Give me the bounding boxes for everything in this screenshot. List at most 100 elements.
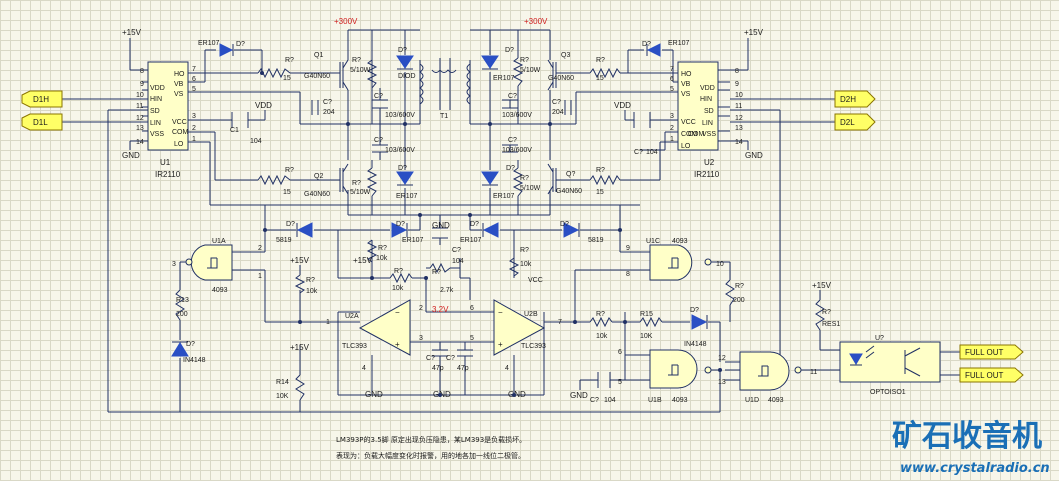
resistor-5-10w-3 (512, 57, 524, 87)
label-dq: D? (505, 47, 514, 54)
label-u-q: U? (875, 335, 884, 342)
pin-label: VB (681, 81, 691, 88)
pin-label: HO (174, 71, 185, 78)
label-rq: R? (596, 57, 605, 64)
port-d1h: D1H (21, 90, 63, 108)
pin-number: 3 (419, 335, 423, 342)
wires (62, 29, 960, 413)
resistor-gate-q2 (257, 174, 291, 186)
label-rq: R? (520, 247, 529, 254)
comparator-u2a: −+ (358, 299, 411, 356)
pin-number: 11 (136, 103, 143, 110)
label-c1: C1 (230, 127, 239, 134)
pin-number: 7 (670, 66, 674, 73)
label-u1a: U1A (212, 238, 226, 245)
label-4093: 4093 (212, 287, 228, 294)
diode-in4148-right (691, 314, 708, 330)
transformer-t1 (419, 58, 471, 110)
label-dq: D? (286, 221, 295, 228)
label-com: COM (688, 131, 705, 138)
pin-label: LIN (702, 120, 713, 127)
label-rq: R? (735, 283, 744, 290)
label-cq: C? (323, 99, 332, 106)
label-dq: D? (560, 221, 569, 228)
label-rq: R? (822, 309, 831, 316)
driver-u2-ref: U2 (704, 158, 715, 167)
label-cq: C? (552, 99, 561, 106)
pin-label: SD (704, 108, 714, 115)
igbt-q2 (339, 163, 349, 195)
pin-number: 12 (718, 355, 726, 362)
pin-number: 14 (136, 139, 144, 146)
resistors (175, 57, 825, 401)
label-r10k-up: 10K (276, 393, 289, 400)
label-er107: ER107 (493, 75, 515, 82)
label-er107: ER107 (402, 237, 424, 244)
diode-q2 (396, 171, 414, 186)
driver-u1-ref: U1 (160, 158, 171, 167)
label-r14: R14 (276, 379, 289, 386)
label-optoiso1: OPTOISO1 (870, 389, 906, 396)
label-r10k-up: 10K (640, 333, 653, 340)
label-r200: 200 (733, 297, 745, 304)
label-v15: +15V (290, 343, 310, 352)
resistor-10k-e (589, 316, 613, 328)
label-dq: D? (396, 221, 405, 228)
resistor-r13 (175, 289, 185, 321)
label-g40n60: G40N60 (304, 73, 330, 80)
pin-number: 13 (718, 379, 726, 386)
watermark: 矿石收音机 www.crystalradio.cn (892, 419, 1050, 476)
label-v15: +15V (744, 28, 764, 37)
label-dq: D? (690, 307, 699, 314)
resistor-r15 (639, 316, 663, 328)
pin-label: VSS (702, 131, 716, 138)
resistor-10k-a (366, 239, 378, 263)
label-r10k: 10k (596, 333, 608, 340)
label-r15: 15 (596, 75, 604, 82)
resistor-10k-c (508, 257, 520, 277)
nand-u1b (649, 349, 712, 389)
label-3v2: 3.2V (432, 305, 449, 314)
label-4093: 4093 (672, 397, 688, 404)
label-v15: +15V (290, 256, 310, 265)
label-rq: R? (596, 311, 605, 318)
label-103-600v: 103/600V (502, 112, 532, 119)
label-r10k: 10k (306, 288, 318, 295)
pin-number: 9 (626, 245, 630, 252)
label-r13: R13 (176, 297, 189, 304)
pin-number: 7 (558, 319, 562, 326)
label-dq: D? (470, 221, 479, 228)
pin-number: 8 (140, 68, 144, 75)
comparator-u2b: −+ (493, 299, 546, 356)
pin-number: 10 (716, 261, 724, 268)
label-rq: R? (432, 269, 441, 276)
driver-u2: HO VB VS VCC COM LO VDD HIN SD LIN VSS 7… (670, 61, 743, 179)
port-full-out-2: FULL OUT (959, 367, 1024, 383)
pin-label: VDD (150, 85, 165, 92)
resistor-10k-d (294, 274, 306, 294)
label-cq: C? (446, 355, 455, 362)
resistor-res1 (815, 299, 825, 331)
label-in4148: IN4148 (183, 357, 206, 364)
resistor-r14 (295, 374, 305, 401)
label-rq: R? (378, 245, 387, 252)
port-full-out-1: FULL OUT (959, 344, 1024, 360)
svg-text:−: − (498, 308, 503, 317)
label-cq: C? (374, 93, 383, 100)
label-c47p: 47p (432, 365, 444, 372)
pin-number: 4 (362, 365, 366, 372)
pin-label: VB (174, 81, 184, 88)
label-5819: 5819 (276, 237, 292, 244)
label-r200: 200 (176, 311, 188, 318)
note-line-1: LM393P的3.5脚 原定出现负压隐患，某LM393是负载损坏。 (336, 435, 526, 444)
pin-number: 13 (735, 125, 743, 132)
driver-u2-part: IR2110 (694, 170, 720, 179)
label-cq: C? (590, 397, 599, 404)
label-diod: DIOD (398, 73, 416, 80)
label-5-10w: 5/10W (350, 67, 371, 74)
pin-number: 12 (735, 115, 743, 122)
pin-number: 12 (136, 115, 144, 122)
label-dq: D? (642, 41, 651, 48)
port-full-out-label: FULL OUT (965, 348, 1003, 357)
label-c104: 104 (250, 138, 262, 145)
